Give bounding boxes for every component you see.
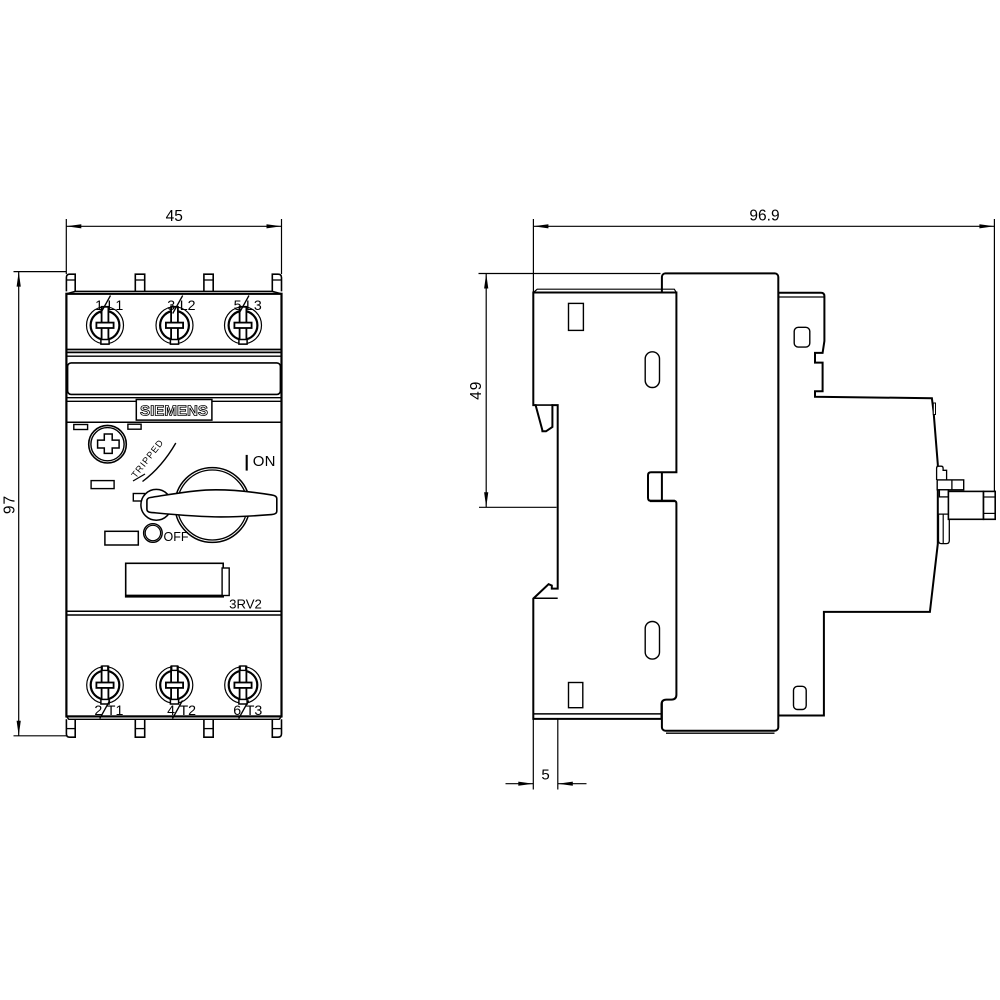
svg-text:2: 2 [94, 703, 102, 719]
svg-text:T2: T2 [180, 703, 197, 719]
svg-text:96.9: 96.9 [749, 208, 779, 225]
svg-text:L1: L1 [108, 298, 124, 314]
svg-text:3RV2: 3RV2 [229, 597, 262, 612]
svg-text:L3: L3 [246, 298, 262, 314]
svg-text:5: 5 [234, 298, 242, 314]
svg-text:1: 1 [95, 298, 103, 314]
svg-text:45: 45 [166, 208, 183, 225]
svg-text:49: 49 [468, 381, 485, 400]
svg-text:5: 5 [541, 767, 549, 784]
svg-text:6: 6 [233, 703, 241, 719]
svg-text:OFF: OFF [164, 530, 189, 544]
svg-text:3: 3 [167, 298, 175, 314]
svg-text:T1: T1 [107, 703, 124, 719]
svg-text:SIEMENS: SIEMENS [140, 402, 208, 419]
svg-text:97: 97 [2, 495, 19, 514]
svg-text:ON: ON [253, 453, 276, 470]
svg-text:T3: T3 [246, 703, 263, 719]
svg-text:4: 4 [167, 703, 175, 719]
svg-text:L2: L2 [180, 298, 196, 314]
